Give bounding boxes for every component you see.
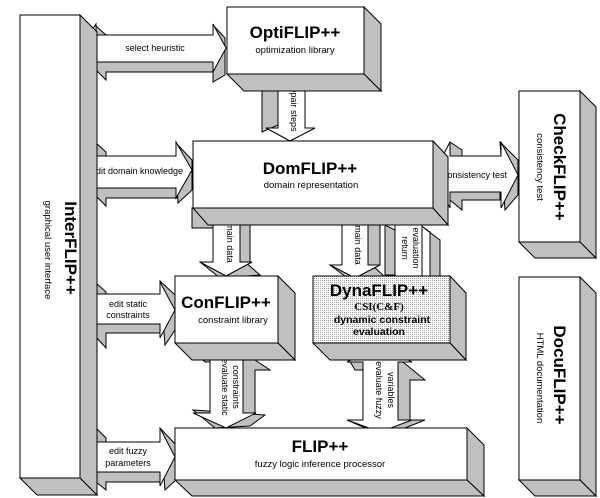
label-edit-static: edit static [109,299,148,309]
label-edit-domain-knowledge: edit domain knowledge [91,166,183,176]
checkflip-title: CheckFLIP++ [550,113,569,221]
label-evaluation: evaluation [411,227,421,268]
label-repair-steps: repair steps [289,84,299,132]
label-constraints: constraints [106,310,150,320]
label-evaluate-fuzzy: evaluate fuzzy [374,361,384,419]
arrow-consistency-test[interactable]: consistency test [432,140,519,212]
label-parameters: parameters [105,458,151,468]
label-return: return [400,236,410,260]
optiflip-title: OptiFLIP++ [250,23,341,42]
conflip-subtitle: constraint library [198,315,268,326]
arrow-select-heuristic[interactable]: select heuristic [79,22,227,83]
dynaflip-desc-line2: evaluation [353,326,405,338]
docuflip-subtitle: HTML documentation [534,333,545,423]
box-conflip[interactable]: ConFLIP++ constraint library [173,274,297,362]
docuflip-title: DocuFLIP++ [550,325,569,424]
box-interflip[interactable]: InterFLIP++ graphical user interface [18,13,99,497]
dynaflip-desc-line1: dynamic constraint [334,314,431,326]
box-domflip[interactable]: DomFLIP++ domain representation [191,139,450,227]
arrow-edit-static-constraints[interactable]: edit static constraints [79,279,176,350]
box-docuflip[interactable]: DocuFLIP++ HTML documentation [517,275,598,498]
domflip-subtitle: domain representation [264,180,359,191]
arrow-edit-domain-knowledge[interactable]: edit domain knowledge [79,140,193,208]
label-consistency-test: consistency test [443,170,508,180]
label-domain-data-right: domain data [353,215,363,265]
box-dynaflip[interactable]: DynaFLIP++ CSI(C&F) dynamic constraint e… [311,274,468,362]
label-evaluate-static: evaluate static [220,358,230,416]
box-optiflip[interactable]: OptiFLIP++ optimization library [225,5,383,93]
label-eval-constraints: constraints [231,365,241,409]
checkflip-subtitle: consistency test [534,133,545,201]
label-select-heuristic: select heuristic [125,43,185,53]
label-edit-fuzzy: edit fuzzy [109,446,148,456]
domflip-title: DomFLIP++ [263,159,358,178]
flip-subtitle: fuzzy logic inference processor [255,459,385,470]
box-checkflip[interactable]: CheckFLIP++ consistency test [517,89,598,260]
label-domain-data-left: domain data [225,213,235,263]
optiflip-subtitle: optimization library [255,45,334,56]
arrow-edit-fuzzy-parameters[interactable]: edit fuzzy parameters [81,426,177,492]
dynaflip-subtitle: CSI(C&F) [354,301,404,313]
label-variables: variables [386,372,396,409]
interflip-title: InterFLIP++ [61,201,80,295]
interflip-subtitle: graphical user interface [42,201,53,300]
dynaflip-title: DynaFLIP++ [330,281,428,300]
arrow-evaluate-static-constraints[interactable]: evaluate static constraints [191,344,272,429]
conflip-title: ConFLIP++ [181,293,271,312]
box-flip[interactable]: FLIP++ fuzzy logic inference processor [173,426,486,498]
flip-title: FLIP++ [292,437,349,456]
